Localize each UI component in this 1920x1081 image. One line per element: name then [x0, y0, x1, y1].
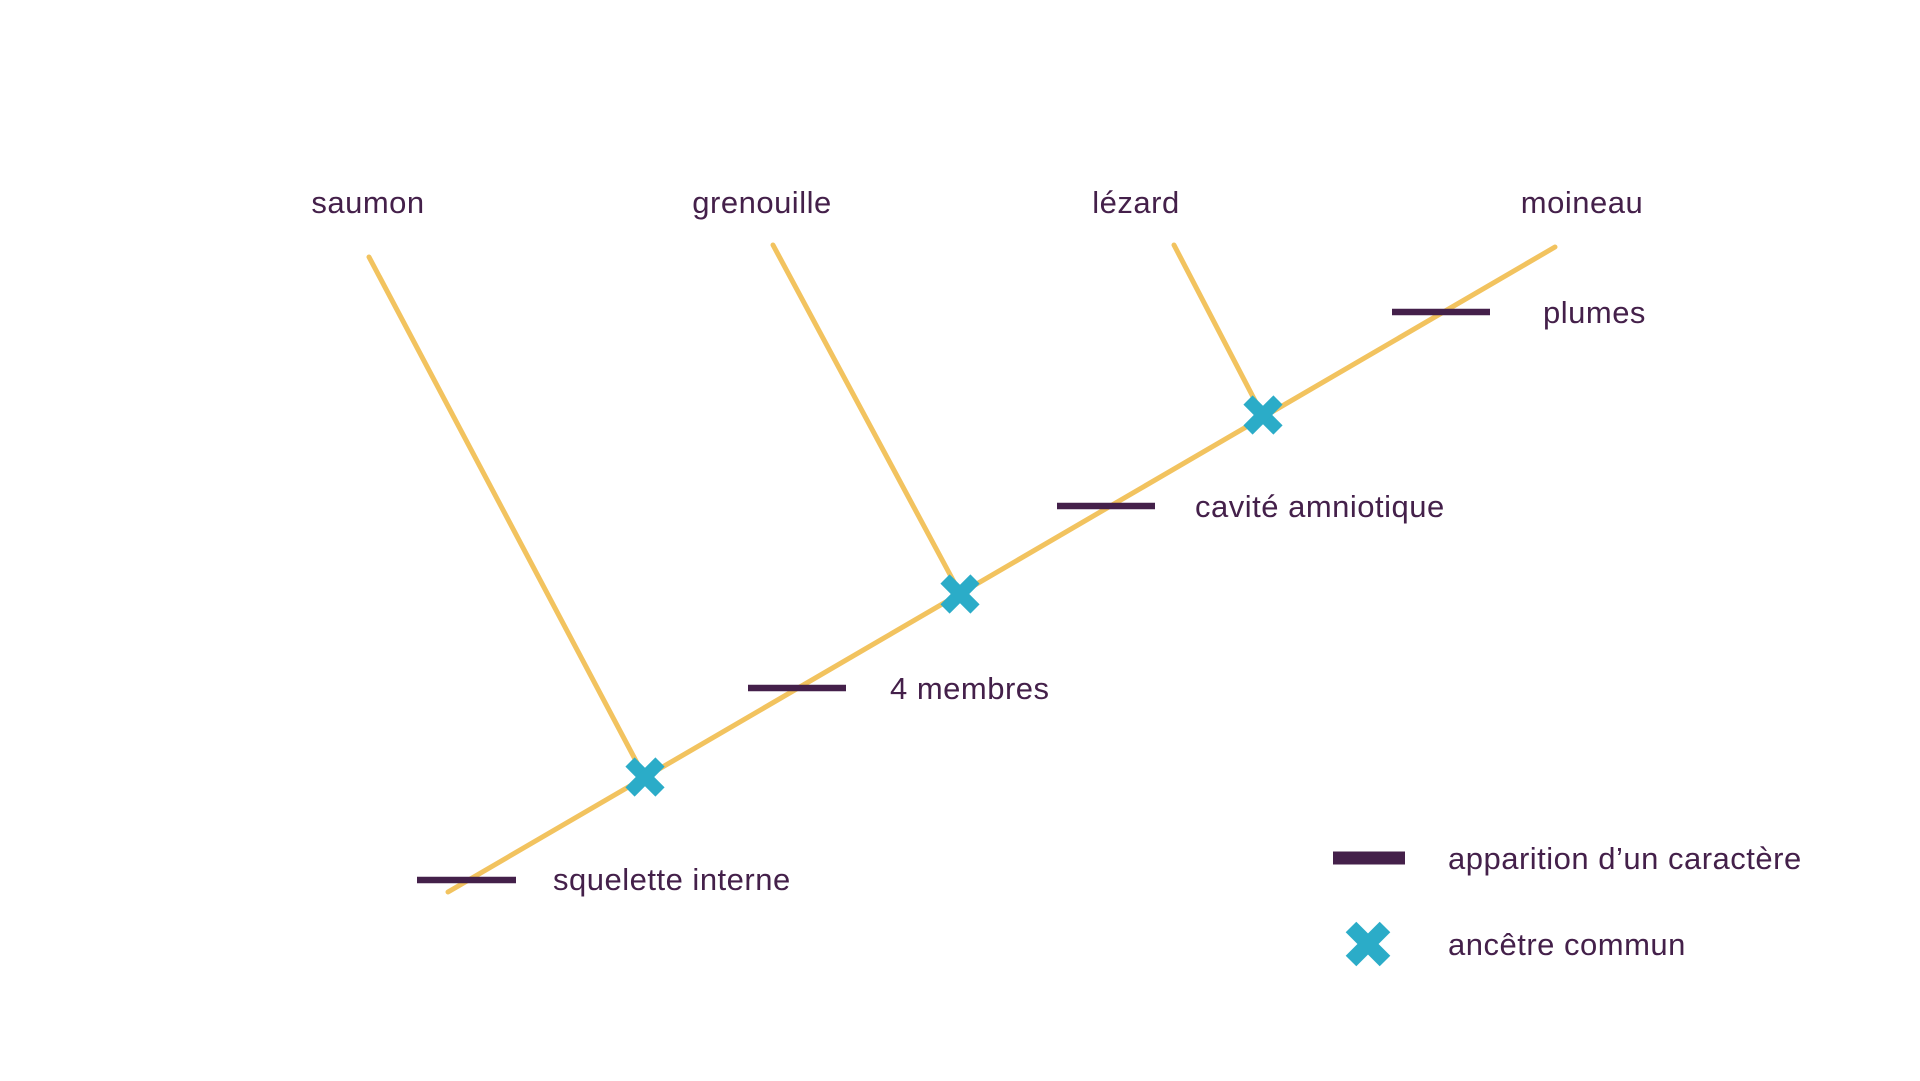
legend: apparition d’un caractère ancêtre commun [1333, 841, 1802, 967]
character-labels: squelette interne 4 membres cavité amnio… [553, 295, 1646, 897]
tree-branches [366, 242, 1558, 895]
taxon-label-grenouille: grenouille [692, 185, 831, 220]
character-label-4-membres: 4 membres [890, 671, 1050, 706]
ancestor-cross-2 [940, 574, 980, 614]
branch-saumon [366, 254, 648, 781]
branch-lezard [1171, 242, 1266, 419]
taxon-label-moineau: moineau [1521, 185, 1643, 220]
legend-label-apparition-caractere: apparition d’un caractère [1448, 841, 1802, 876]
taxa-labels: saumon grenouille lézard moineau [311, 185, 1643, 220]
taxon-label-lezard: lézard [1092, 185, 1179, 220]
taxon-label-saumon: saumon [311, 185, 424, 220]
ancestor-cross-3-arm-b [1243, 395, 1283, 435]
ancestor-cross-1-arm-b [625, 757, 665, 797]
character-label-squelette-interne: squelette interne [553, 862, 791, 897]
legend-cross-arm-b [1345, 921, 1391, 967]
ancestor-markers [625, 395, 1283, 797]
character-label-plumes: plumes [1543, 295, 1646, 330]
ancestor-cross-3 [1243, 395, 1283, 435]
branch-grenouille [770, 242, 964, 598]
character-ticks [417, 308, 1490, 884]
backbone-branch-line [445, 244, 1558, 895]
ancestor-cross-1 [625, 757, 665, 797]
legend-ancestor-cross-icon [1345, 921, 1391, 967]
legend-label-ancetre-commun: ancêtre commun [1448, 927, 1686, 962]
character-label-cavite-amniotique: cavité amniotique [1195, 489, 1445, 524]
ancestor-cross-2-arm-b [940, 574, 980, 614]
